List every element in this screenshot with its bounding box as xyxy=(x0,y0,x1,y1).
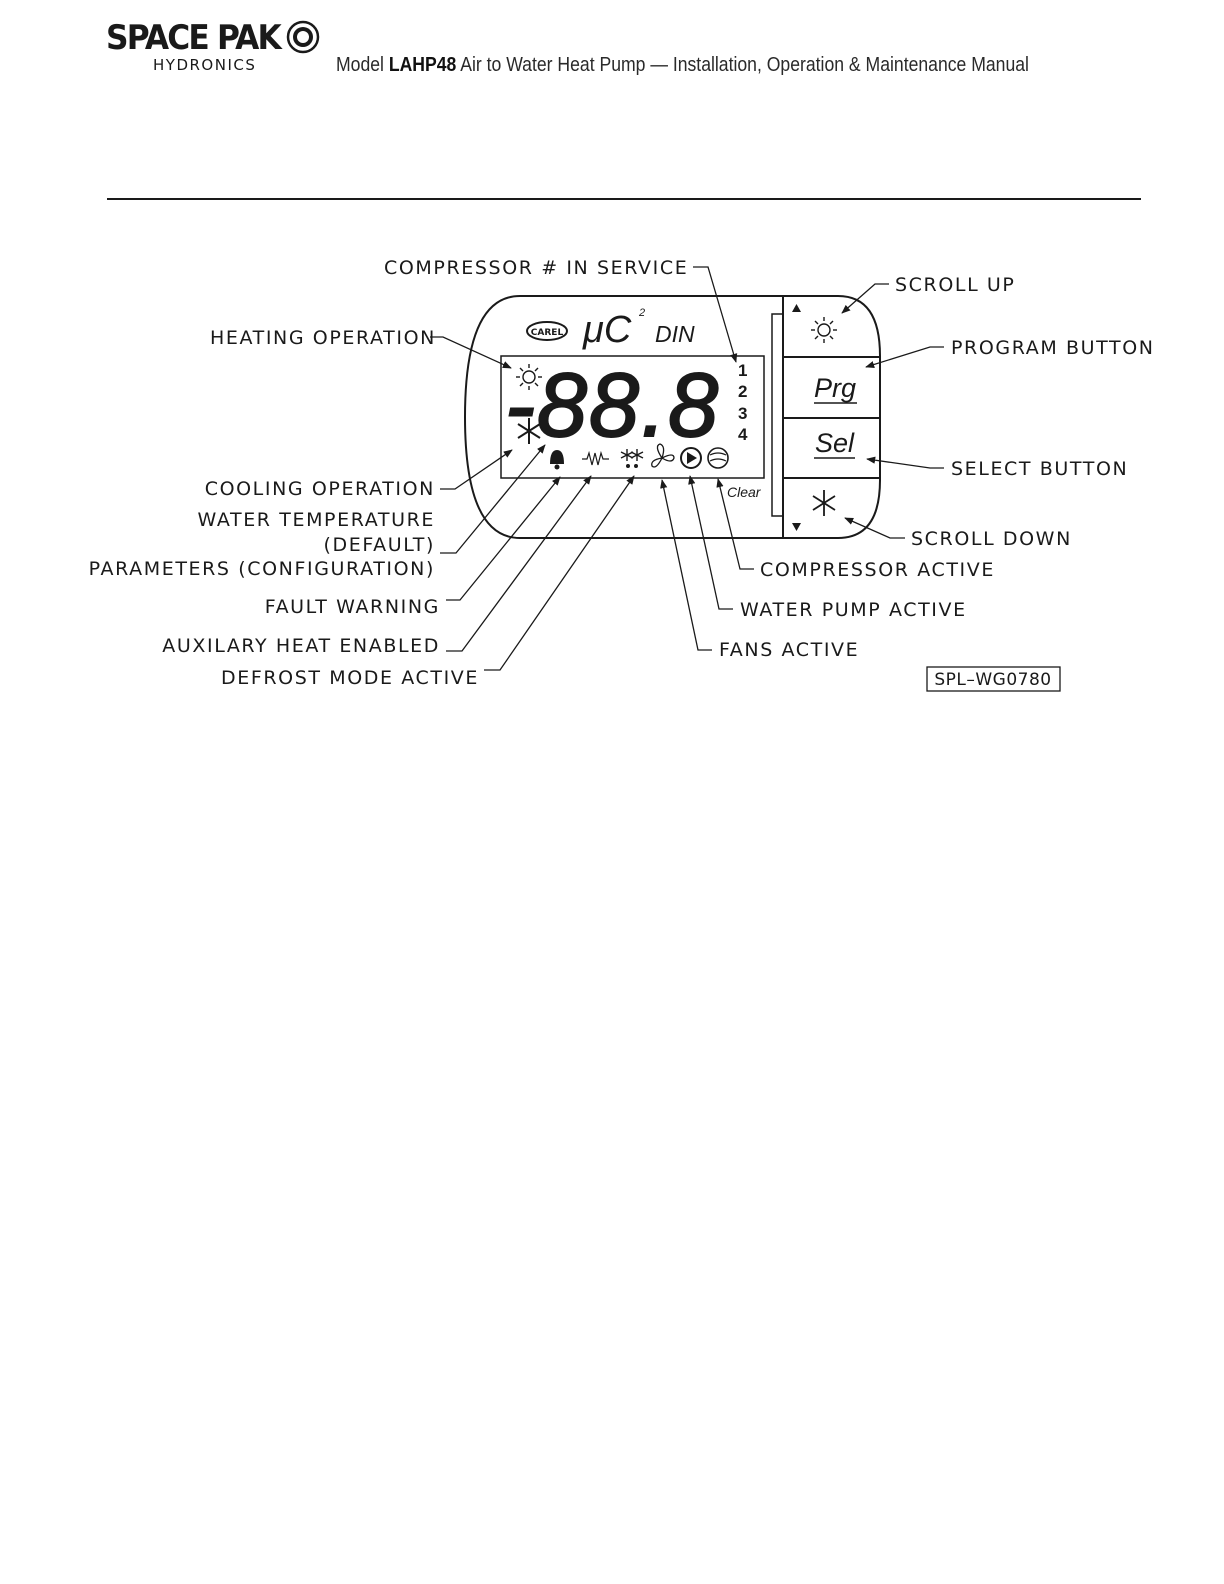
controller-diagram: CAREL μC 2 DIN -88.8 1 2 3 4 xyxy=(89,257,1155,692)
program-button[interactable]: Prg xyxy=(814,373,857,404)
label-auxiliary-heat: AUXILARY HEAT ENABLED xyxy=(162,635,440,657)
label-fans-active: FANS ACTIVE xyxy=(719,639,859,661)
compressor-number: 4 xyxy=(738,425,748,444)
scroll-down-button[interactable] xyxy=(792,490,836,531)
compressor-number: 3 xyxy=(738,404,747,423)
fan-icon xyxy=(651,443,675,468)
title-suffix: Air to Water Heat Pump — Installation, O… xyxy=(460,54,1029,76)
label-compressor-in-service: COMPRESSOR # IN SERVICE xyxy=(384,257,688,279)
logo-wordmark: SPACE PAK xyxy=(106,18,282,58)
compressor-number: 1 xyxy=(738,361,747,380)
label-heating-operation: HEATING OPERATION xyxy=(210,327,436,349)
sun-icon xyxy=(811,317,837,343)
label-cooling-operation: COOLING OPERATION xyxy=(205,478,435,500)
model-suffix: DIN xyxy=(655,321,695,347)
carel-brand: CAREL xyxy=(526,321,568,341)
compressor-number: 2 xyxy=(738,382,747,401)
label-compressor-active: COMPRESSOR ACTIVE xyxy=(760,559,995,581)
lcd-digits: -88.8 xyxy=(505,356,720,456)
sun-icon xyxy=(516,364,542,390)
triangle-down-icon xyxy=(792,523,801,531)
triangle-up-icon xyxy=(792,304,801,312)
label-fault-warning: FAULT WARNING xyxy=(265,596,440,618)
model-superscript: 2 xyxy=(638,307,645,319)
snowflake-icon xyxy=(517,418,541,444)
select-button[interactable]: Sel xyxy=(814,428,855,459)
clear-label: Clear xyxy=(727,484,762,500)
program-button-label: Prg xyxy=(814,373,856,403)
heater-coil-icon xyxy=(582,450,609,466)
compressor-icon xyxy=(707,447,729,469)
label-scroll-down: SCROLL DOWN xyxy=(911,528,1072,550)
header-divider xyxy=(107,198,1141,200)
model-number: LAHP48 xyxy=(388,54,457,76)
label-scroll-up: SCROLL UP xyxy=(895,274,1015,296)
scroll-up-button[interactable] xyxy=(792,304,837,343)
callout-lines xyxy=(430,266,944,671)
page-header-title: Model LAHP48 Air to Water Heat Pump — In… xyxy=(336,52,1029,78)
label-water-pump-active: WATER PUMP ACTIVE xyxy=(740,599,967,621)
water-pump-icon xyxy=(680,447,702,469)
label-program-button: PROGRAM BUTTON xyxy=(951,337,1155,359)
figure-id: SPL–WG0780 xyxy=(934,670,1051,690)
compressor-number-column: 1 2 3 4 xyxy=(738,361,748,444)
label-select-button: SELECT BUTTON xyxy=(951,458,1128,480)
logo-seal-icon xyxy=(286,20,320,54)
bell-icon xyxy=(550,450,564,470)
defrost-icon xyxy=(620,449,644,469)
label-defrost-mode: DEFROST MODE ACTIVE xyxy=(221,667,479,689)
label-water-temperature-default: (DEFAULT) xyxy=(323,534,435,556)
label-parameters: PARAMETERS (CONFIGURATION) xyxy=(89,558,435,580)
model-label: μC xyxy=(582,309,632,351)
space-pak-logo: SPACE PAK HYDRONICS xyxy=(106,18,321,78)
figure-id-box: SPL–WG0780 xyxy=(926,666,1061,692)
snowflake-icon xyxy=(812,490,836,516)
label-water-temperature: WATER TEMPERATURE xyxy=(198,509,435,531)
select-button-label: Sel xyxy=(815,428,855,458)
brand-label: CAREL xyxy=(531,328,564,338)
logo-subtext: HYDRONICS xyxy=(153,56,257,74)
title-prefix: Model xyxy=(336,54,384,76)
